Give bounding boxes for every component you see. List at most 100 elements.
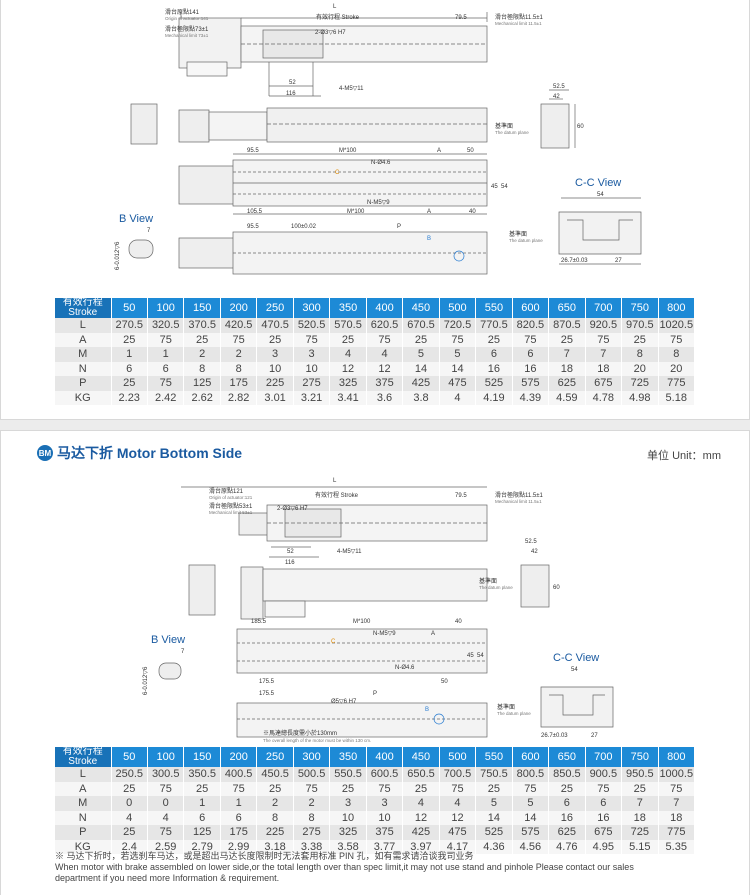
table-cell: 75 [293, 332, 331, 347]
table-cell: 14 [439, 361, 477, 376]
table-cell: 2 [256, 796, 294, 811]
table-cell: 6 [147, 361, 185, 376]
table-cell: 625 [548, 376, 586, 391]
table-cell: 420.5 [220, 318, 258, 333]
table-cell: 1 [183, 796, 221, 811]
table-cell: 20 [621, 361, 659, 376]
table-cell: 125 [183, 825, 221, 840]
table-cell: 400.5 [220, 767, 258, 782]
label-mech-left-cn: 滑台極限點73±1 [165, 25, 209, 33]
table-cell: 75 [147, 825, 185, 840]
table-cell: 3.41 [329, 390, 367, 405]
table-cell: 770.5 [475, 318, 513, 333]
table-cell: 620.5 [366, 318, 404, 333]
table-cell: 12 [329, 361, 367, 376]
table-cell: 5 [512, 796, 550, 811]
table-cell: 25 [256, 332, 294, 347]
table-cell: 16 [475, 361, 513, 376]
label-origin-en: Origin of actuator:141 [165, 16, 209, 21]
label-mech-left-cn: 滑台極限點53±1 [209, 502, 253, 510]
table-cell: 6 [220, 810, 258, 825]
table-cell: 2.79 [183, 839, 221, 854]
row-label: L [55, 318, 112, 333]
label-L: L [333, 478, 337, 484]
table-cell: 12 [439, 810, 477, 825]
table-cell: 14 [402, 361, 440, 376]
label-50: 50 [467, 148, 474, 154]
header-stroke-cn: 有效行程 [62, 297, 103, 308]
table-cell: 75 [439, 332, 477, 347]
label-datum-cn: 基準面 [495, 122, 513, 130]
table-cell: 850.5 [548, 767, 586, 782]
table-cell: 6 [512, 347, 550, 362]
label-stroke: 有效行程 Stroke [315, 491, 359, 499]
table-cell: 75 [658, 781, 696, 796]
table-cell: 25 [111, 376, 148, 391]
table-cell: 25 [329, 781, 367, 796]
table-cell: 520.5 [293, 318, 331, 333]
label-60: 60 [577, 124, 584, 130]
table-cell: 950.5 [621, 767, 659, 782]
table-header-row: 有效行程 Stroke 50 100 150 200 250 300 350 4… [55, 747, 696, 767]
table-cell: 4.19 [475, 390, 513, 405]
table-cell: 7 [658, 796, 696, 811]
label-52-5: 52.5 [553, 84, 565, 90]
table-cell: 7 [548, 347, 586, 362]
table-cell: 700.5 [439, 767, 477, 782]
label-mech-right-cn: 滑台極限點11.5±1 [495, 491, 544, 499]
table-cell: 2 [293, 796, 331, 811]
table-cell: 500.5 [293, 767, 331, 782]
table-cell: 10 [366, 810, 404, 825]
table-cell: 375 [366, 825, 404, 840]
header-stroke-label: 有效行程 Stroke [55, 747, 112, 767]
label-cc-26-7: 26.7±0.03 [541, 733, 568, 739]
table-cell: 75 [585, 781, 623, 796]
table-cell: 475 [439, 825, 477, 840]
label-origin-en: Origin of actuator:121 [209, 495, 253, 500]
table-cell: 800.5 [512, 767, 550, 782]
label-A-top: A [437, 148, 441, 154]
header-stroke: 350 [329, 298, 367, 318]
header-stroke: 750 [621, 747, 659, 767]
header-stroke: 800 [658, 298, 696, 318]
table-cell: 5.15 [621, 839, 659, 854]
table-cell: 8 [621, 347, 659, 362]
table-cell: 225 [256, 376, 294, 391]
table-cell: 4.59 [548, 390, 586, 405]
label-origin-cn: 滑台原點121 [209, 487, 244, 495]
table-cell: 4.39 [512, 390, 550, 405]
table-cell: 4 [147, 810, 185, 825]
table-cell: 25 [329, 332, 367, 347]
label-cc-view: C-C View [553, 652, 599, 664]
table-cell: 75 [220, 332, 258, 347]
row-label: N [55, 810, 112, 825]
table-cell: 75 [512, 781, 550, 796]
table-cell: 2 [220, 347, 258, 362]
header-stroke: 750 [621, 298, 659, 318]
header-stroke: 650 [548, 747, 586, 767]
table-cell: 25 [402, 332, 440, 347]
table-cell: 450.5 [256, 767, 294, 782]
table-cell: 6 [548, 796, 586, 811]
header-stroke: 400 [366, 298, 404, 318]
table-cell: 4 [329, 347, 367, 362]
label-origin-cn: 滑台原點141 [165, 8, 200, 16]
table-cell: 75 [512, 332, 550, 347]
table-cell: 4.36 [475, 839, 513, 854]
header-stroke: 550 [475, 298, 513, 318]
header-stroke: 450 [402, 298, 440, 318]
table-cell: 2 [183, 347, 221, 362]
row-label: M [55, 796, 112, 811]
label-79-5: 79.5 [455, 493, 467, 499]
label-b-6tol: 6-0.012▽6 [143, 666, 149, 695]
label-B-marker: B [425, 707, 429, 713]
label-datum-en: The datum plane [479, 585, 513, 590]
table-cell: 10 [256, 361, 294, 376]
label-52: 52 [289, 80, 296, 86]
table-cell: 4.76 [548, 839, 586, 854]
